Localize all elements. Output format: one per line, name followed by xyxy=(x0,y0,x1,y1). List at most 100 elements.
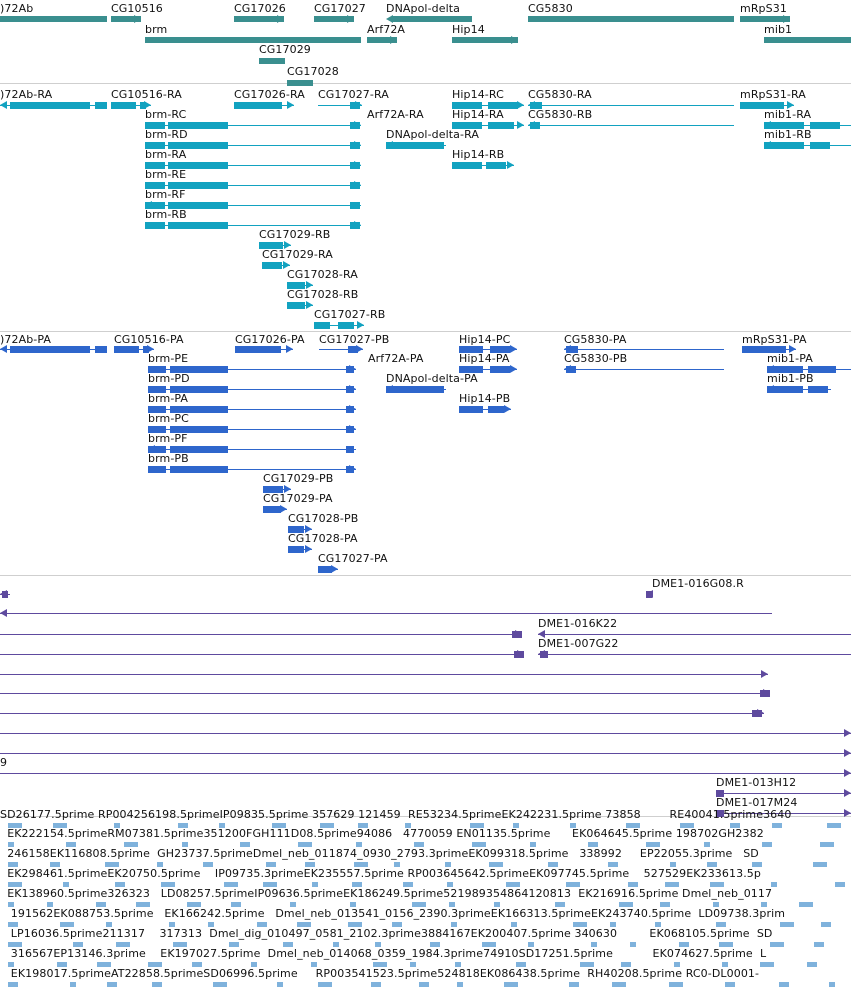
feature-label[interactable]: CG5830-PA xyxy=(564,333,627,346)
intron-line[interactable] xyxy=(148,409,356,410)
est-feature-glyph[interactable] xyxy=(257,922,267,927)
intron-line[interactable] xyxy=(528,105,734,106)
exon-block[interactable] xyxy=(767,366,803,373)
exon-block[interactable] xyxy=(808,386,828,393)
feature-label[interactable]: Arf72A-RA xyxy=(367,108,424,121)
est-feature-glyph[interactable] xyxy=(679,942,689,947)
exon-block[interactable] xyxy=(288,526,304,533)
feature-label[interactable]: brm-RE xyxy=(145,168,187,181)
est-feature-glyph[interactable] xyxy=(414,842,424,847)
intron-line[interactable] xyxy=(452,165,514,166)
est-feature-glyph[interactable] xyxy=(780,922,794,927)
est-feature-glyph[interactable] xyxy=(124,842,138,847)
exon-block[interactable] xyxy=(148,386,166,393)
est-row-labels[interactable]: SD26177.5prime RP004256198.5primeIP09835… xyxy=(0,808,792,821)
exon-block[interactable] xyxy=(145,122,165,129)
est-feature-glyph[interactable] xyxy=(213,982,227,987)
feature-label[interactable]: CG17029-RB xyxy=(259,228,331,241)
intron-line[interactable] xyxy=(564,369,724,370)
est-feature-glyph[interactable] xyxy=(710,882,724,887)
est-feature-glyph[interactable] xyxy=(674,962,680,967)
est-feature-glyph[interactable] xyxy=(73,942,83,947)
est-feature-glyph[interactable] xyxy=(655,922,661,927)
est-feature-glyph[interactable] xyxy=(669,982,683,987)
exon-block[interactable] xyxy=(459,366,483,373)
est-feature-glyph[interactable] xyxy=(70,982,76,987)
est-feature-glyph[interactable] xyxy=(283,942,293,947)
exon-block[interactable] xyxy=(170,426,228,433)
exon-block[interactable] xyxy=(459,346,483,353)
est-feature-glyph[interactable] xyxy=(403,882,413,887)
est-feature-glyph[interactable] xyxy=(371,982,381,987)
gene-bar[interactable] xyxy=(111,16,141,22)
exon-block[interactable] xyxy=(95,346,107,353)
exon-block[interactable] xyxy=(348,346,358,353)
est-feature-glyph[interactable] xyxy=(219,823,225,828)
est-feature-glyph[interactable] xyxy=(266,862,276,867)
exon-block[interactable] xyxy=(145,182,165,189)
exon-block[interactable] xyxy=(148,466,166,473)
est-feature-glyph[interactable] xyxy=(50,862,60,867)
est-feature-glyph[interactable] xyxy=(251,962,257,967)
est-feature-glyph[interactable] xyxy=(333,942,339,947)
exon-block[interactable] xyxy=(459,406,483,413)
intron-line[interactable] xyxy=(145,205,361,206)
intron-line[interactable] xyxy=(0,613,772,614)
est-feature-glyph[interactable] xyxy=(449,902,455,907)
exon-block[interactable] xyxy=(386,142,444,149)
feature-label[interactable]: mib1-RA xyxy=(764,108,812,121)
est-feature-glyph[interactable] xyxy=(97,962,111,967)
est-feature-glyph[interactable] xyxy=(827,823,841,828)
feature-label[interactable]: CG17029 xyxy=(259,43,311,56)
intron-line[interactable] xyxy=(318,105,362,106)
feature-label[interactable]: CG10516-PA xyxy=(114,333,184,346)
est-feature-glyph[interactable] xyxy=(555,902,565,907)
est-feature-glyph[interactable] xyxy=(621,962,631,967)
exon-block[interactable] xyxy=(170,446,228,453)
est-feature-glyph[interactable] xyxy=(835,882,845,887)
est-feature-glyph[interactable] xyxy=(588,842,598,847)
feature-label[interactable]: CG17026 xyxy=(234,2,286,15)
intron-line[interactable] xyxy=(319,349,363,350)
est-feature-glyph[interactable] xyxy=(430,942,440,947)
feature-label[interactable]: brm-RD xyxy=(145,128,188,141)
exon-block[interactable] xyxy=(287,282,305,289)
est-feature-glyph[interactable] xyxy=(646,842,660,847)
feature-label[interactable]: mib1-PB xyxy=(767,372,814,385)
est-feature-glyph[interactable] xyxy=(612,982,626,987)
est-row-labels[interactable]: LP16036.5prime211317 317313 Dmel_dig_010… xyxy=(0,927,773,940)
exon-block[interactable] xyxy=(263,486,283,493)
est-feature-glyph[interactable] xyxy=(392,922,402,927)
exon-block[interactable] xyxy=(740,102,784,109)
feature-label[interactable]: brm-RA xyxy=(145,148,187,161)
est-feature-glyph[interactable] xyxy=(358,823,368,828)
est-feature-glyph[interactable] xyxy=(192,962,202,967)
feature-label[interactable]: brm-PF xyxy=(148,432,188,445)
est-feature-glyph[interactable] xyxy=(106,922,112,927)
est-feature-glyph[interactable] xyxy=(8,982,18,987)
est-feature-glyph[interactable] xyxy=(504,982,518,987)
feature-label[interactable]: Hip14-PC xyxy=(459,333,511,346)
est-feature-glyph[interactable] xyxy=(173,942,187,947)
intron-line[interactable] xyxy=(459,369,517,370)
est-row-labels[interactable]: EK222154.5primeRM07381.5prime351200FGH11… xyxy=(0,827,764,840)
est-feature-glyph[interactable] xyxy=(528,942,534,947)
est-feature-glyph[interactable] xyxy=(115,882,125,887)
est-feature-glyph[interactable] xyxy=(660,902,670,907)
est-feature-glyph[interactable] xyxy=(628,882,638,887)
est-feature-glyph[interactable] xyxy=(373,962,387,967)
est-feature-glyph[interactable] xyxy=(203,862,213,867)
gene-bar[interactable] xyxy=(740,16,790,22)
feature-label[interactable]: mRpS31 xyxy=(740,2,787,15)
feature-label[interactable]: CG10516-RA xyxy=(111,88,182,101)
feature-label[interactable]: CG17028-RB xyxy=(287,288,359,301)
exon-block[interactable] xyxy=(452,102,482,109)
feature-label[interactable]: DNApol-delta-PA xyxy=(386,372,478,385)
feature-label[interactable]: CG17028-RA xyxy=(287,268,358,281)
intron-line[interactable] xyxy=(0,733,851,734)
exon-block[interactable] xyxy=(95,102,107,109)
feature-label[interactable]: CG5830-PB xyxy=(564,352,628,365)
est-feature-glyph[interactable] xyxy=(8,942,22,947)
est-feature-glyph[interactable] xyxy=(8,922,18,927)
feature-label[interactable]: CG17028-PB xyxy=(288,512,359,525)
